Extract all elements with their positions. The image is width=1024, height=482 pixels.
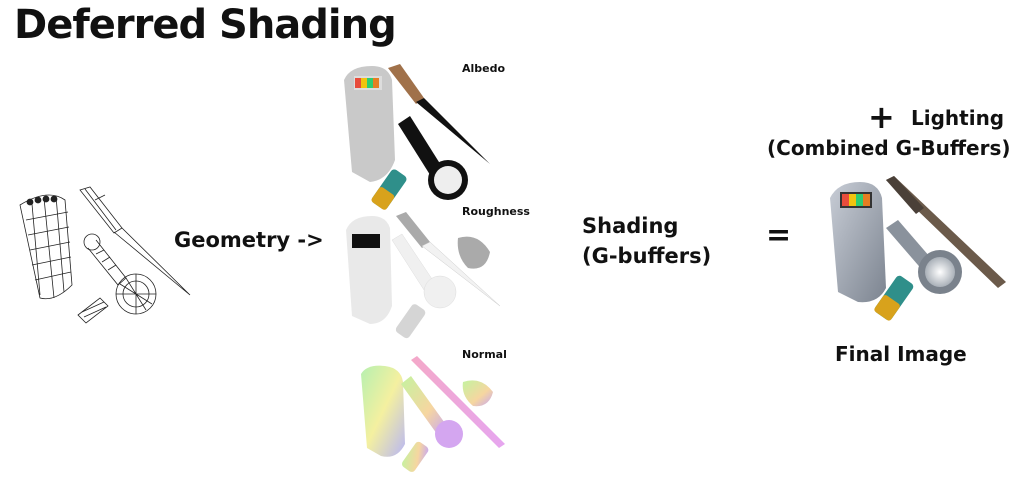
roughness-label: Roughness — [462, 205, 530, 218]
normal-buffer-image — [361, 356, 505, 472]
equals-sign: = — [766, 218, 792, 253]
lighting-label: Lighting — [911, 106, 1005, 130]
lighting-sublabel: (Combined G-Buffers) — [767, 136, 1011, 160]
geometry-label: Geometry -> — [174, 228, 324, 252]
albedo-buffer-image — [344, 64, 490, 210]
plus-sign: + — [868, 98, 895, 136]
final-image — [830, 176, 1006, 321]
page-title: Deferred Shading — [14, 2, 397, 48]
shading-sublabel: (G-buffers) — [582, 244, 712, 268]
normal-label: Normal — [462, 348, 507, 361]
final-image-label: Final Image — [835, 342, 967, 366]
shading-label: Shading — [582, 214, 679, 238]
albedo-label: Albedo — [462, 62, 506, 75]
roughness-buffer-image — [346, 212, 501, 339]
geometry-wireframe-image — [19, 186, 191, 324]
